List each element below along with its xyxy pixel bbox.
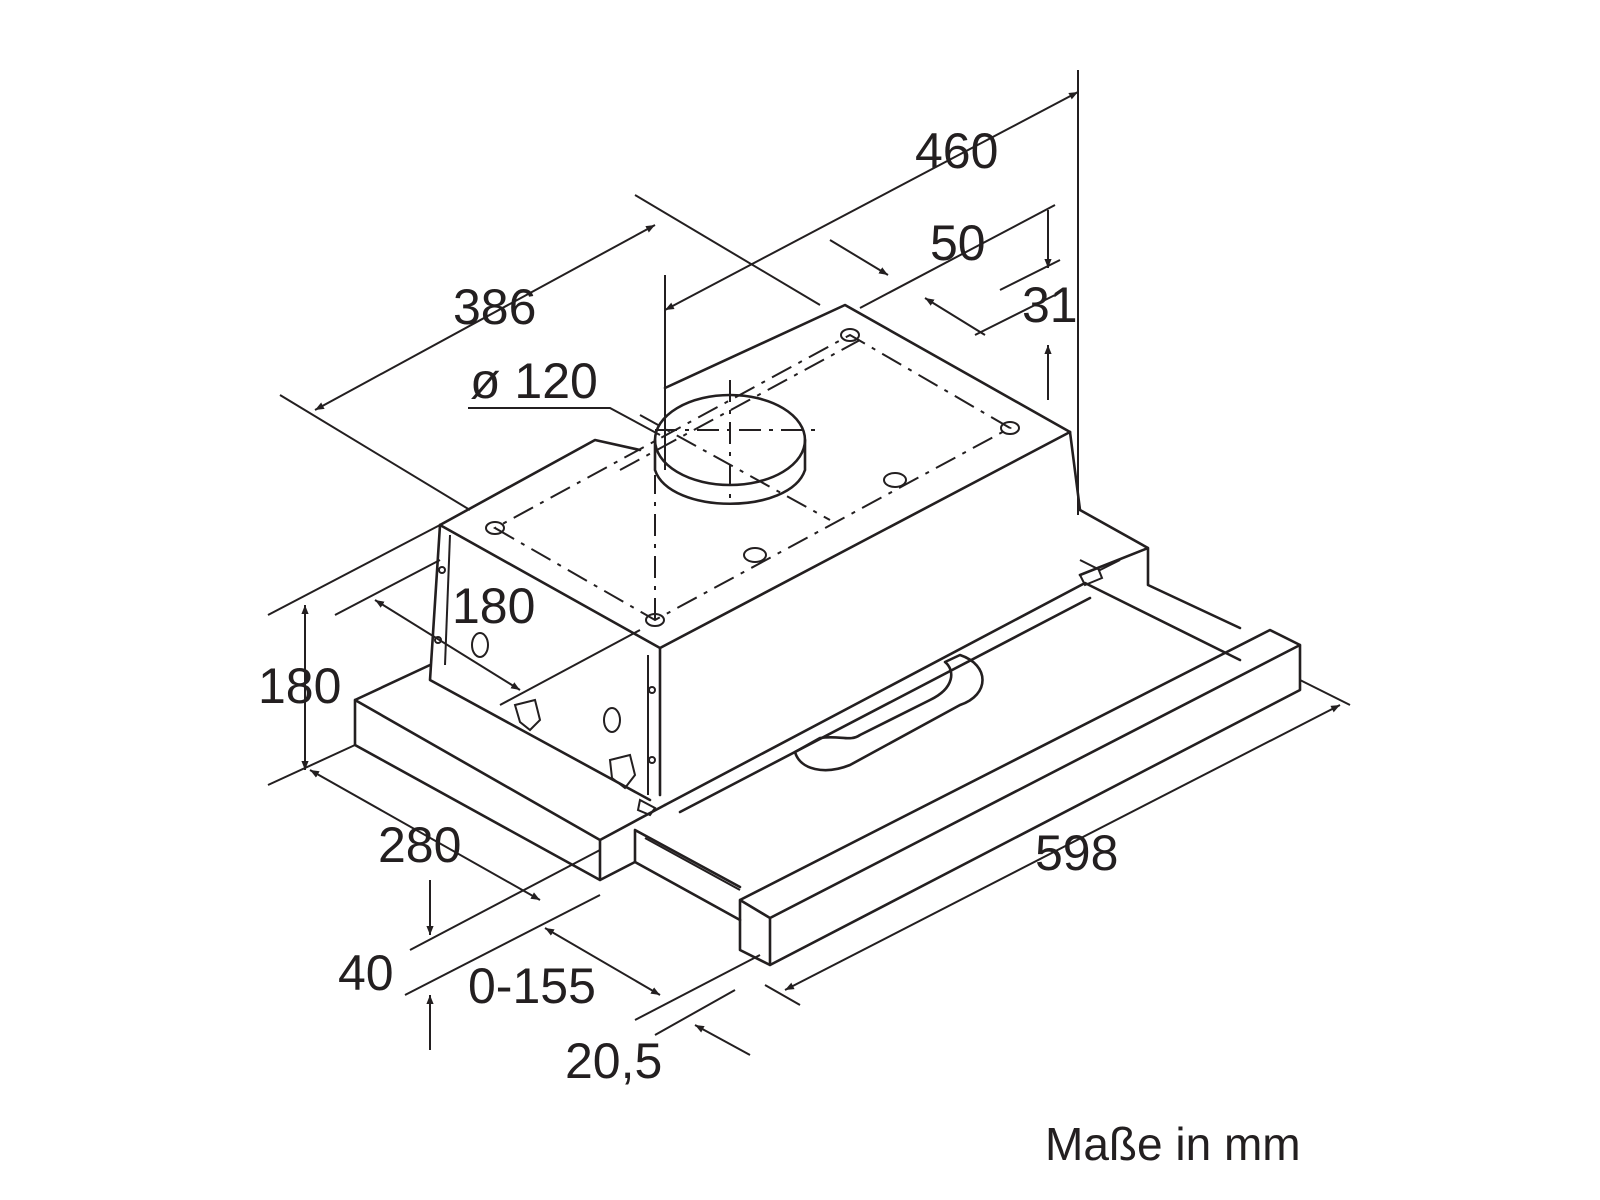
bracket-left-2 [608,753,637,790]
ext-598-right [1299,679,1351,706]
ext-31-b [974,294,1056,336]
duct-walls [653,438,807,505]
label-280: 280 [378,817,461,873]
dimension-labels: 460 386 50 31 ø 120 180 180 280 40 0-155… [258,123,1118,1089]
ext-180-side-a [334,559,441,616]
ext-598-left [764,984,801,1006]
screw-grid [492,333,1013,622]
corner-clip [636,798,657,817]
ext-180-side-b [499,629,641,706]
ext-0-155 [634,954,761,1021]
side-rivet-4 [648,756,656,764]
screw-hole-3 [1000,421,1020,435]
bracket-left-1 [513,698,542,732]
screw-hole-4 [645,613,665,627]
housing-top-outline [438,303,1072,527]
dim-20-5 [694,1024,751,1056]
dim-50-b [924,297,986,336]
label-0-155: 0-155 [468,958,596,1014]
front-trim-bar [738,628,1302,967]
tray-side-inner [644,837,741,891]
dim-0-155 [544,927,661,996]
label-598: 598 [1035,825,1118,881]
rear-clip [1078,566,1104,587]
leader-d120 [468,407,661,436]
ext-31-a [999,259,1061,291]
ext-40 [404,894,601,996]
screw-hole-1 [485,521,505,535]
dim-386 [314,224,656,411]
label-40: 40 [338,945,394,1001]
ext-50 [859,204,1056,309]
screw-hole-2 [840,328,860,342]
label-d120: ø 120 [470,353,598,409]
center-line-b [639,414,831,521]
side-rivet-1 [438,566,446,574]
ext-386-bottom [279,394,471,511]
rear-rail-inner [1079,559,1121,572]
center-line-a [619,339,861,471]
dim-180-side [374,599,521,691]
side-hole-1 [471,632,489,658]
side-rivet-3 [648,686,656,694]
base-panel-top [598,803,667,842]
dim-598 [784,704,1341,991]
label-180-height: 180 [258,658,341,714]
label-20-5: 20,5 [565,1033,662,1089]
handle-recess [793,653,984,772]
dimension-lines [267,70,1351,1056]
top-hole-6 [743,547,767,563]
ext-20-5 [654,989,736,1036]
side-hole-2 [603,707,621,733]
dim-460 [664,91,1079,311]
ext-height-bottom [267,744,356,786]
tray-top-surface [663,581,1242,814]
label-50: 50 [930,215,986,271]
ext-386-top [634,194,821,306]
dim-280 [309,769,541,901]
label-386: 386 [453,279,536,335]
housing-front-edge [658,430,1072,650]
units-note: Maße in mm [1045,1118,1301,1170]
tray-side [633,828,742,922]
top-hole-5 [883,472,907,488]
dim-50-a [829,239,889,276]
label-31: 31 [1022,277,1078,333]
label-180-side: 180 [452,578,535,634]
top-screw-holes [485,328,1020,627]
label-460: 460 [915,123,998,179]
housing-left-side [428,523,662,802]
ext-height-top [267,524,441,616]
ext-280 [409,849,601,951]
center-lines [492,333,1013,622]
